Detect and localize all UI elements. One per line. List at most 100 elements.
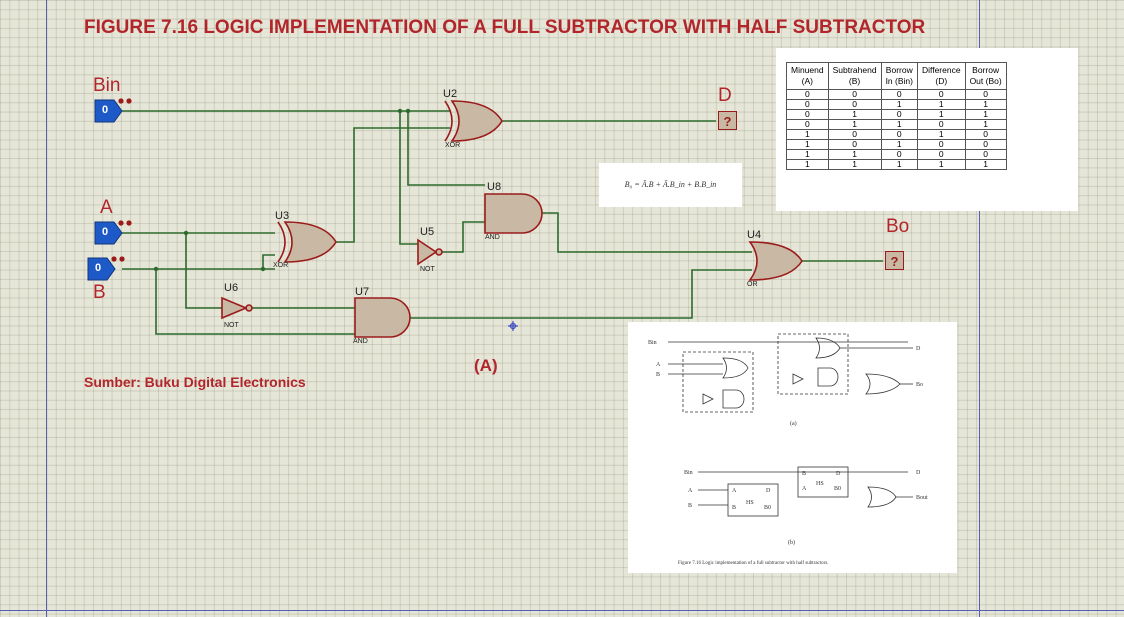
- ref-b-hs2-a: A: [802, 486, 807, 492]
- truth-cell: 0: [916, 89, 966, 100]
- truth-header-0: Minuend(A): [786, 62, 829, 90]
- u2-type: XOR: [445, 142, 461, 149]
- gate-u5-not[interactable]: [417, 238, 443, 266]
- truth-cell: 0: [827, 99, 882, 110]
- ref-caption-a: (a): [790, 420, 797, 427]
- output-bo-probe[interactable]: ?: [885, 251, 904, 270]
- ref-figure-caption: Figure 7.16 Logic implementation of a fu…: [678, 561, 829, 566]
- truth-cell: 1: [786, 159, 829, 170]
- source-caption: Sumber: Buku Digital Electronics: [84, 374, 306, 390]
- input-b-label: B: [93, 282, 106, 303]
- ref-a-b: B: [656, 372, 660, 378]
- gate-u2-xor[interactable]: [444, 100, 503, 142]
- truth-cell: 0: [916, 119, 966, 130]
- input-a-value: 0: [102, 226, 109, 238]
- reference-figure: Bin A B D Bo (a) Bin A B D Bout HS HS A …: [628, 322, 957, 573]
- ref-a-bo: Bo: [916, 382, 923, 388]
- ref-b-hs2-bo: B0: [834, 486, 841, 492]
- truth-cell: 1: [964, 119, 1007, 130]
- input-bin-pin[interactable]: [94, 98, 132, 123]
- borrow-formula: B₀ = Ā.B + Ā.B_in + B.B_in: [599, 163, 742, 207]
- truth-cell: 1: [916, 99, 966, 110]
- truth-cell: 1: [827, 109, 882, 120]
- truth-cell: 1: [880, 99, 918, 110]
- truth-cell: 0: [964, 129, 1007, 140]
- ref-b-hs1-bo: B0: [764, 505, 771, 511]
- wire-a-to-u6: [185, 233, 222, 309]
- u8-type: AND: [485, 234, 500, 241]
- truth-header-1: Subtrahend(B): [827, 62, 882, 90]
- u5-ref: U5: [420, 226, 435, 238]
- u7-ref: U7: [355, 286, 370, 298]
- gate-u4-or[interactable]: [748, 241, 803, 281]
- truth-cell: 0: [786, 89, 829, 100]
- frame-line-bottom: [0, 610, 1124, 611]
- ref-b-hs1: HS: [746, 500, 754, 506]
- truth-cell: 0: [916, 139, 966, 150]
- truth-cell: 1: [880, 139, 918, 150]
- input-b-value: 0: [95, 262, 102, 274]
- ref-b-d: D: [916, 470, 921, 476]
- gate-u6-not[interactable]: [221, 296, 253, 320]
- truth-cell: 1: [916, 109, 966, 120]
- truth-cell: 0: [964, 149, 1007, 160]
- gate-u3-xor[interactable]: [277, 221, 337, 263]
- ref-b-a: A: [688, 488, 693, 494]
- input-b-pin[interactable]: [87, 256, 125, 281]
- ref-a-d: D: [916, 346, 921, 352]
- truth-header-3: Difference(D): [916, 62, 966, 90]
- truth-cell: 1: [916, 129, 966, 140]
- ref-b-hs1-a: A: [732, 488, 737, 494]
- truth-cell: 0: [880, 149, 918, 160]
- truth-cell: 1: [786, 149, 829, 160]
- gate-u8-and[interactable]: [484, 193, 543, 234]
- truth-cell: 1: [827, 159, 882, 170]
- ref-a-bin: Bin: [648, 340, 657, 346]
- truth-cell: 1: [964, 109, 1007, 120]
- truth-cell: 1: [964, 159, 1007, 170]
- figure-label: (A): [474, 356, 498, 375]
- output-bo-label: Bo: [886, 216, 910, 237]
- ref-b-hs2-b: B: [802, 471, 806, 477]
- ref-b-hs1-d: D: [766, 488, 771, 494]
- wire-u8-to-u4: [542, 212, 752, 253]
- figure-title: FIGURE 7.16 LOGIC IMPLEMENTATION OF A FU…: [84, 17, 926, 38]
- u6-type: NOT: [224, 322, 239, 329]
- u3-type: XOR: [273, 262, 289, 269]
- frame-line-left: [46, 0, 47, 617]
- input-a-pin[interactable]: [94, 220, 132, 245]
- reference-diagram: Bin A B D Bo (a) Bin A B D Bout HS HS A …: [648, 333, 928, 566]
- u3-ref: U3: [275, 210, 290, 222]
- gate-u7-and[interactable]: [354, 297, 411, 338]
- truth-cell: 0: [786, 109, 829, 120]
- truth-cell: 0: [880, 129, 918, 140]
- ref-b-bin: Bin: [684, 470, 693, 476]
- wire-b-to-u7: [155, 269, 355, 335]
- wire-bin-to-u5: [399, 111, 418, 245]
- truth-cell: 0: [786, 119, 829, 130]
- output-d-probe[interactable]: ?: [718, 111, 737, 130]
- ref-a-a: A: [656, 362, 661, 368]
- truth-cell: 0: [786, 99, 829, 110]
- truth-cell: 1: [916, 159, 966, 170]
- frame-line-right: [979, 0, 980, 617]
- truth-cell: 0: [916, 149, 966, 160]
- truth-cell: 1: [786, 129, 829, 140]
- truth-cell: 0: [880, 89, 918, 100]
- truth-cell: 0: [827, 89, 882, 100]
- u4-type: OR: [747, 281, 758, 288]
- truth-cell: 0: [827, 129, 882, 140]
- wire-b-to-u3: [262, 254, 275, 269]
- truth-cell: 1: [964, 99, 1007, 110]
- truth-cell: 1: [827, 149, 882, 160]
